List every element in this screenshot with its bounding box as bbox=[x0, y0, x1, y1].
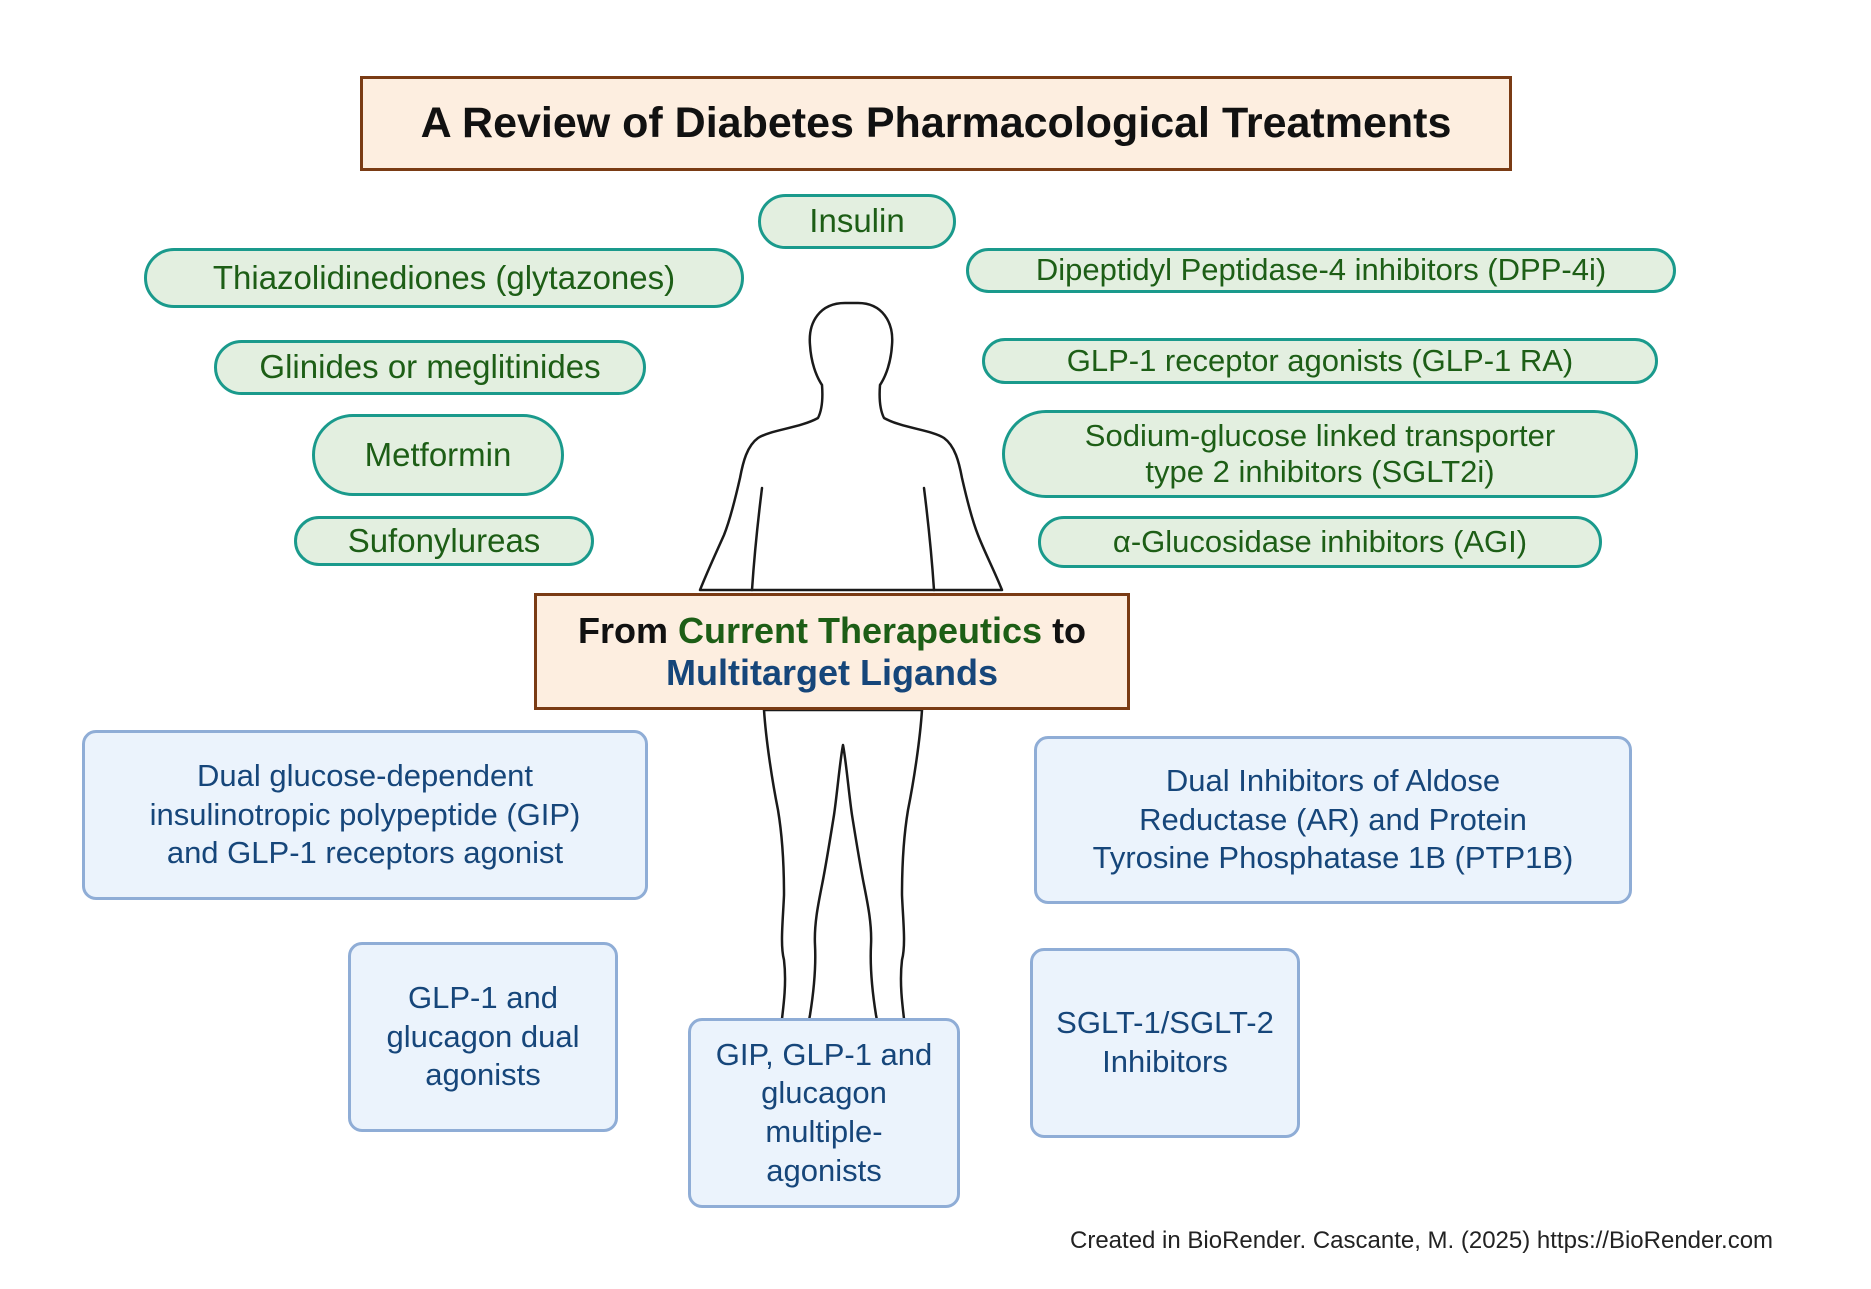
center-current-therapeutics: Current Therapeutics bbox=[677, 610, 1043, 652]
box-line: SGLT-1/SGLT-2 bbox=[1056, 1005, 1274, 1041]
sulfonylureas-label: Sufonylureas bbox=[347, 521, 541, 559]
page-title: A Review of Diabetes Pharmacological Tre… bbox=[420, 99, 1452, 147]
thiazolidinediones-pill: Thiazolidinediones (glytazones) bbox=[144, 248, 744, 308]
sglt2i-label-line1: Sodium-glucose linked transporter bbox=[1084, 417, 1556, 453]
box-line: and GLP-1 receptors agonist bbox=[166, 835, 564, 871]
glinides-label: Glinides or meglitinides bbox=[259, 348, 601, 386]
box-line: Inhibitors bbox=[1102, 1044, 1228, 1079]
sglt2i-pill: Sodium-glucose linked transporter type 2… bbox=[1002, 410, 1638, 498]
center-from: From bbox=[577, 610, 668, 652]
box-line: Tyrosine Phosphatase 1B (PTP1B) bbox=[1092, 840, 1574, 876]
agi-pill: α-Glucosidase inhibitors (AGI) bbox=[1038, 516, 1602, 568]
glp1ra-pill: GLP-1 receptor agonists (GLP-1 RA) bbox=[982, 338, 1658, 384]
insulin-label: Insulin bbox=[809, 202, 905, 240]
glp1ra-label: GLP-1 receptor agonists (GLP-1 RA) bbox=[1066, 342, 1574, 378]
center-heading-box: From Current Therapeutics to Multitarget… bbox=[534, 593, 1130, 710]
metformin-pill: Metformin bbox=[312, 414, 564, 496]
box-line: glucagon dual bbox=[386, 1018, 580, 1054]
gip-glp1-dual-agonist-box: Dual glucose-dependent insulinotropic po… bbox=[82, 730, 648, 900]
sglt2i-label-line2: type 2 inhibitors (SGLT2i) bbox=[1145, 454, 1495, 489]
sulfonylureas-pill: Sufonylureas bbox=[294, 516, 594, 566]
center-multitarget-ligands: Multitarget Ligands bbox=[666, 651, 998, 693]
box-line: agonists bbox=[766, 1152, 882, 1188]
dpp4i-label: Dipeptidyl Peptidase-4 inhibitors (DPP-4… bbox=[1035, 252, 1607, 288]
box-line: agonists bbox=[425, 1057, 541, 1093]
glinides-pill: Glinides or meglitinides bbox=[214, 340, 646, 395]
sglt1-sglt2-inhibitors-box: SGLT-1/SGLT-2 Inhibitors bbox=[1030, 948, 1300, 1138]
glp1-glucagon-dual-agonist-box: GLP-1 and glucagon dual agonists bbox=[348, 942, 618, 1132]
agi-label: α-Glucosidase inhibitors (AGI) bbox=[1112, 523, 1528, 559]
insulin-pill: Insulin bbox=[758, 194, 956, 249]
box-line: insulinotropic polypeptide (GIP) bbox=[149, 796, 581, 832]
box-line: glucagon bbox=[761, 1075, 887, 1111]
center-heading-line1: From Current Therapeutics to bbox=[578, 610, 1086, 651]
biorender-credit: Created in BioRender. Cascante, M. (2025… bbox=[1070, 1227, 1774, 1254]
gip-glp1-glucagon-multiple-agonist-box: GIP, GLP-1 and glucagon multiple- agonis… bbox=[688, 1018, 960, 1208]
box-line: Dual glucose-dependent bbox=[196, 757, 534, 793]
box-line: Dual Inhibitors of Aldose bbox=[1165, 762, 1501, 798]
box-line: GIP, GLP-1 and bbox=[715, 1036, 933, 1072]
metformin-label: Metformin bbox=[364, 435, 512, 473]
box-line: Reductase (AR) and Protein bbox=[1139, 801, 1527, 837]
title-box: A Review of Diabetes Pharmacological Tre… bbox=[360, 76, 1512, 171]
ar-ptp1b-dual-inhibitor-box: Dual Inhibitors of Aldose Reductase (AR)… bbox=[1034, 736, 1632, 904]
center-to: to bbox=[1052, 610, 1087, 652]
dpp4i-pill: Dipeptidyl Peptidase-4 inhibitors (DPP-4… bbox=[966, 248, 1676, 293]
box-line: GLP-1 and bbox=[408, 979, 558, 1015]
box-line: multiple- bbox=[765, 1114, 883, 1149]
thiazolidinediones-label: Thiazolidinediones (glytazones) bbox=[212, 258, 676, 296]
